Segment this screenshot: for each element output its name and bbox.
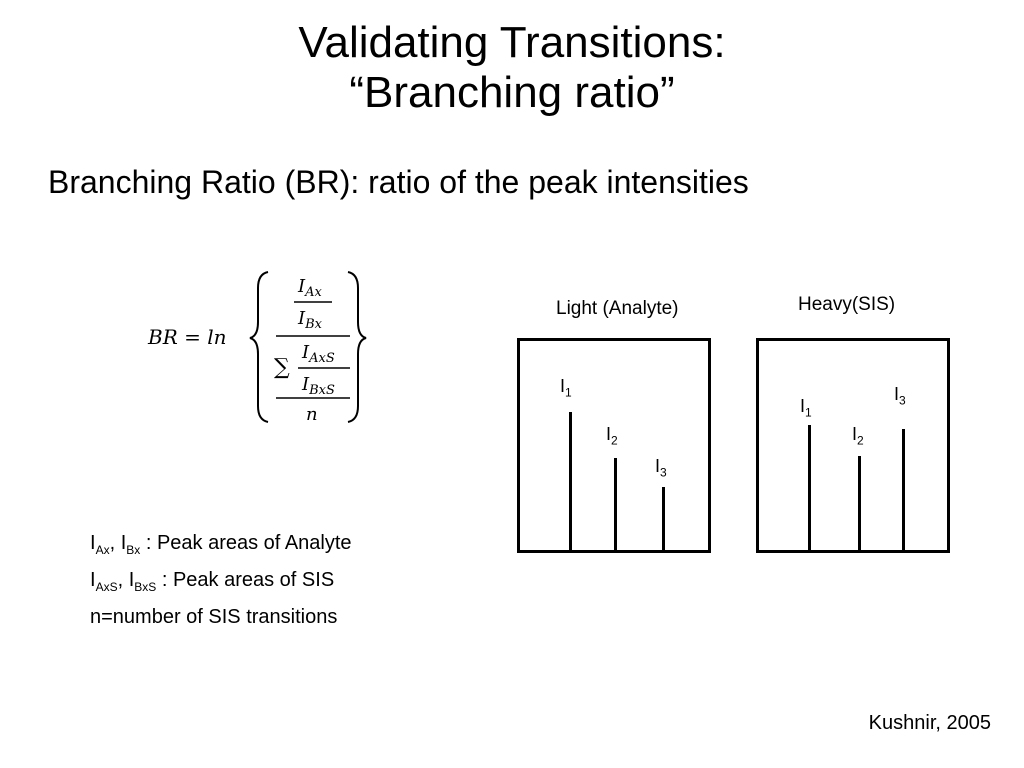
symbol-i: I <box>90 532 96 554</box>
subscript-bx: Bx <box>126 543 141 557</box>
heavy-peak-2-label: I2 <box>852 424 864 448</box>
light-peak-2 <box>614 458 617 550</box>
citation: Kushnir, 2005 <box>868 712 991 734</box>
den-top-subscript: AxS <box>308 351 335 366</box>
light-analyte-panel <box>517 338 711 553</box>
heavy-peak-1-label: I1 <box>800 396 812 420</box>
heavy-peak-3-label: I3 <box>894 384 906 408</box>
den-top-symbol: I <box>301 342 310 363</box>
subscript-bxs: BxS <box>134 580 157 594</box>
formula-left-brace <box>249 271 269 423</box>
formula-right-brace <box>347 271 367 423</box>
svg-text:IBx: IBx <box>297 308 323 332</box>
light-peak-3 <box>662 487 665 550</box>
heavy-peak-2 <box>858 456 861 550</box>
sum-icon: ∑ <box>274 355 290 380</box>
num-top-subscript: Ax <box>304 285 322 300</box>
slide-title: Validating Transitions: “Branching ratio… <box>0 18 1024 118</box>
light-peak-2-label: I2 <box>606 424 618 448</box>
light-peak-1-label: I1 <box>560 376 572 400</box>
heavy-peak-1 <box>808 425 811 550</box>
den-bottom-subscript: BxS <box>308 383 335 398</box>
branching-ratio-formula: BR = ln IAx IBx ∑ IAxS IBxS n <box>147 271 367 425</box>
num-top-symbol: I <box>297 276 306 297</box>
symbol-i: I <box>120 532 127 554</box>
subscript-ax: Ax <box>95 543 110 557</box>
den-bottom-symbol: I <box>301 374 310 395</box>
definition-n: n=number of SIS transitions <box>90 606 338 628</box>
separator: , <box>117 569 129 591</box>
formula-lhs: BR = ln <box>147 325 227 349</box>
title-line-1: Validating Transitions: <box>298 18 726 67</box>
definition-text: : Peak areas of SIS <box>156 569 335 591</box>
symbol-i: I <box>128 569 135 591</box>
formula-n: n <box>306 404 318 425</box>
title-line-2: “Branching ratio” <box>349 68 675 117</box>
definitions-block: IAx, IBx : Peak areas of Analyte IAxS, I… <box>90 528 352 632</box>
heavy-sis-panel <box>756 338 950 553</box>
light-panel-title: Light (Analyte) <box>556 298 679 319</box>
light-peak-1 <box>569 412 572 550</box>
svg-text:IBxS: IBxS <box>301 374 335 398</box>
slide-subtitle: Branching Ratio (BR): ratio of the peak … <box>48 164 749 200</box>
light-peak-3-label: I3 <box>655 456 667 480</box>
definition-analyte: IAx, IBx : Peak areas of Analyte <box>90 528 352 565</box>
num-bottom-symbol: I <box>297 308 306 329</box>
svg-text:IAxS: IAxS <box>301 342 335 366</box>
heavy-peak-3 <box>902 429 905 550</box>
symbol-i: I <box>90 569 96 591</box>
subscript-axs: AxS <box>95 580 118 594</box>
definition-text: : Peak areas of Analyte <box>140 532 352 554</box>
separator: , <box>109 532 121 554</box>
heavy-panel-title: Heavy(SIS) <box>798 294 896 315</box>
svg-text:IAx: IAx <box>297 276 323 300</box>
definition-sis: IAxS, IBxS : Peak areas of SIS <box>90 565 352 602</box>
num-bottom-subscript: Bx <box>304 317 323 332</box>
